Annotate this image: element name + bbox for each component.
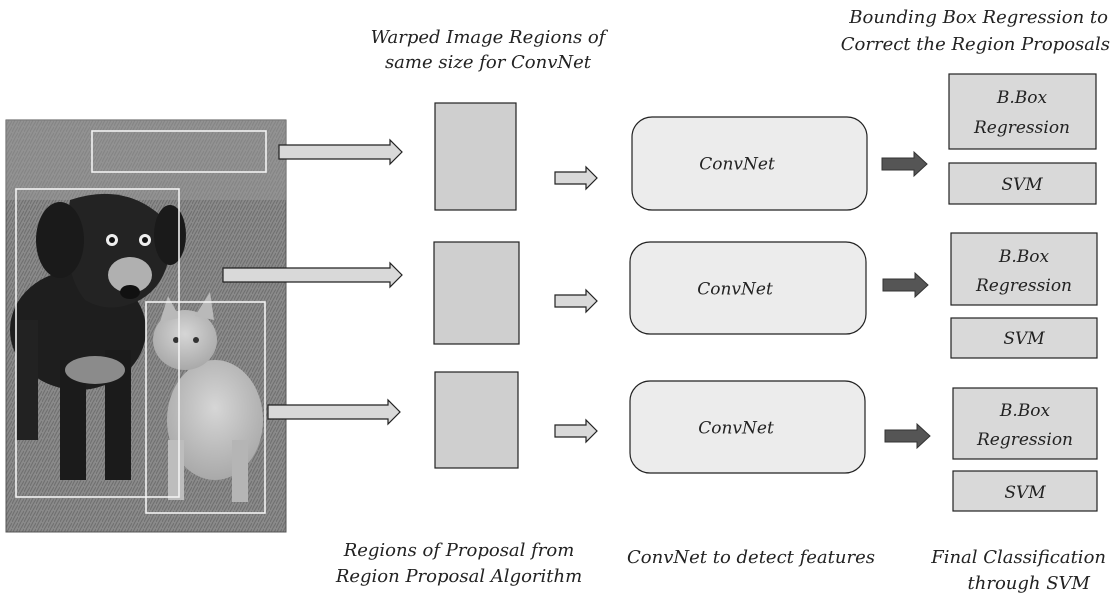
input-photo bbox=[5, 119, 287, 533]
svm-box-3: SVM bbox=[952, 470, 1098, 512]
arrow-region-3 bbox=[267, 398, 401, 426]
bbox-label-1a: B.Box bbox=[996, 88, 1048, 108]
arrow-to-output-1 bbox=[881, 150, 928, 178]
caption-bbox-line1: Bounding Box Regression to bbox=[848, 7, 1108, 28]
svm-label-1: SVM bbox=[1001, 175, 1043, 195]
convnet-box-2: ConvNet bbox=[629, 241, 867, 335]
proposal-arrows bbox=[222, 138, 403, 426]
arrow-to-convnet-2 bbox=[554, 288, 598, 314]
svm-label-3: SVM bbox=[1004, 483, 1046, 503]
arrow-to-convnet-3 bbox=[554, 418, 598, 444]
bbox-regression-box-1: B.Box Regression bbox=[948, 73, 1097, 150]
convnet-box-1: ConvNet bbox=[631, 116, 868, 211]
bbox-regression-box-3: B.Box Regression bbox=[952, 387, 1098, 460]
convnet-label-2: ConvNet bbox=[697, 280, 773, 300]
svm-label-2: SVM bbox=[1003, 329, 1045, 349]
kitten-figure bbox=[153, 292, 263, 502]
arrow-region-1 bbox=[278, 138, 403, 166]
arrow-to-convnet-1 bbox=[554, 165, 598, 191]
convnet-label-3: ConvNet bbox=[698, 419, 774, 439]
arrow-to-output-2 bbox=[882, 271, 929, 299]
bbox-label-1b: Regression bbox=[973, 118, 1070, 138]
caption-warped-line1: Warped Image Regions of bbox=[371, 27, 609, 48]
convnet-label-1: ConvNet bbox=[699, 155, 775, 175]
bbox-label-2a: B.Box bbox=[998, 247, 1050, 267]
arrow-to-output-3 bbox=[884, 422, 931, 450]
convnet-box-3: ConvNet bbox=[629, 380, 866, 474]
caption-proposals-line2: Region Proposal Algorithm bbox=[335, 566, 582, 587]
caption-bbox-line2: Correct the Region Proposals bbox=[841, 34, 1110, 55]
warped-region-3 bbox=[434, 371, 519, 469]
caption-final-line1: Final Classification bbox=[930, 547, 1106, 568]
warped-region-2 bbox=[433, 241, 520, 345]
arrow-region-2 bbox=[222, 261, 403, 289]
caption-proposals-line1: Regions of Proposal from bbox=[343, 540, 575, 561]
dog-figure bbox=[10, 193, 186, 480]
warped-region-1 bbox=[434, 102, 517, 211]
svm-box-1: SVM bbox=[948, 162, 1097, 205]
bbox-label-2b: Regression bbox=[975, 276, 1072, 296]
roi-box-top bbox=[91, 130, 267, 173]
bbox-regression-box-2: B.Box Regression bbox=[950, 232, 1098, 306]
bbox-label-3a: B.Box bbox=[999, 401, 1051, 421]
caption-warped-line2: same size for ConvNet bbox=[385, 52, 592, 73]
bbox-label-3b: Regression bbox=[976, 430, 1073, 450]
svm-box-2: SVM bbox=[950, 317, 1098, 359]
caption-final-line2: through SVM bbox=[968, 573, 1091, 594]
roi-box-dog bbox=[15, 188, 180, 498]
caption-convnet-features: ConvNet to detect features bbox=[627, 547, 875, 568]
roi-box-kitten bbox=[145, 301, 266, 514]
